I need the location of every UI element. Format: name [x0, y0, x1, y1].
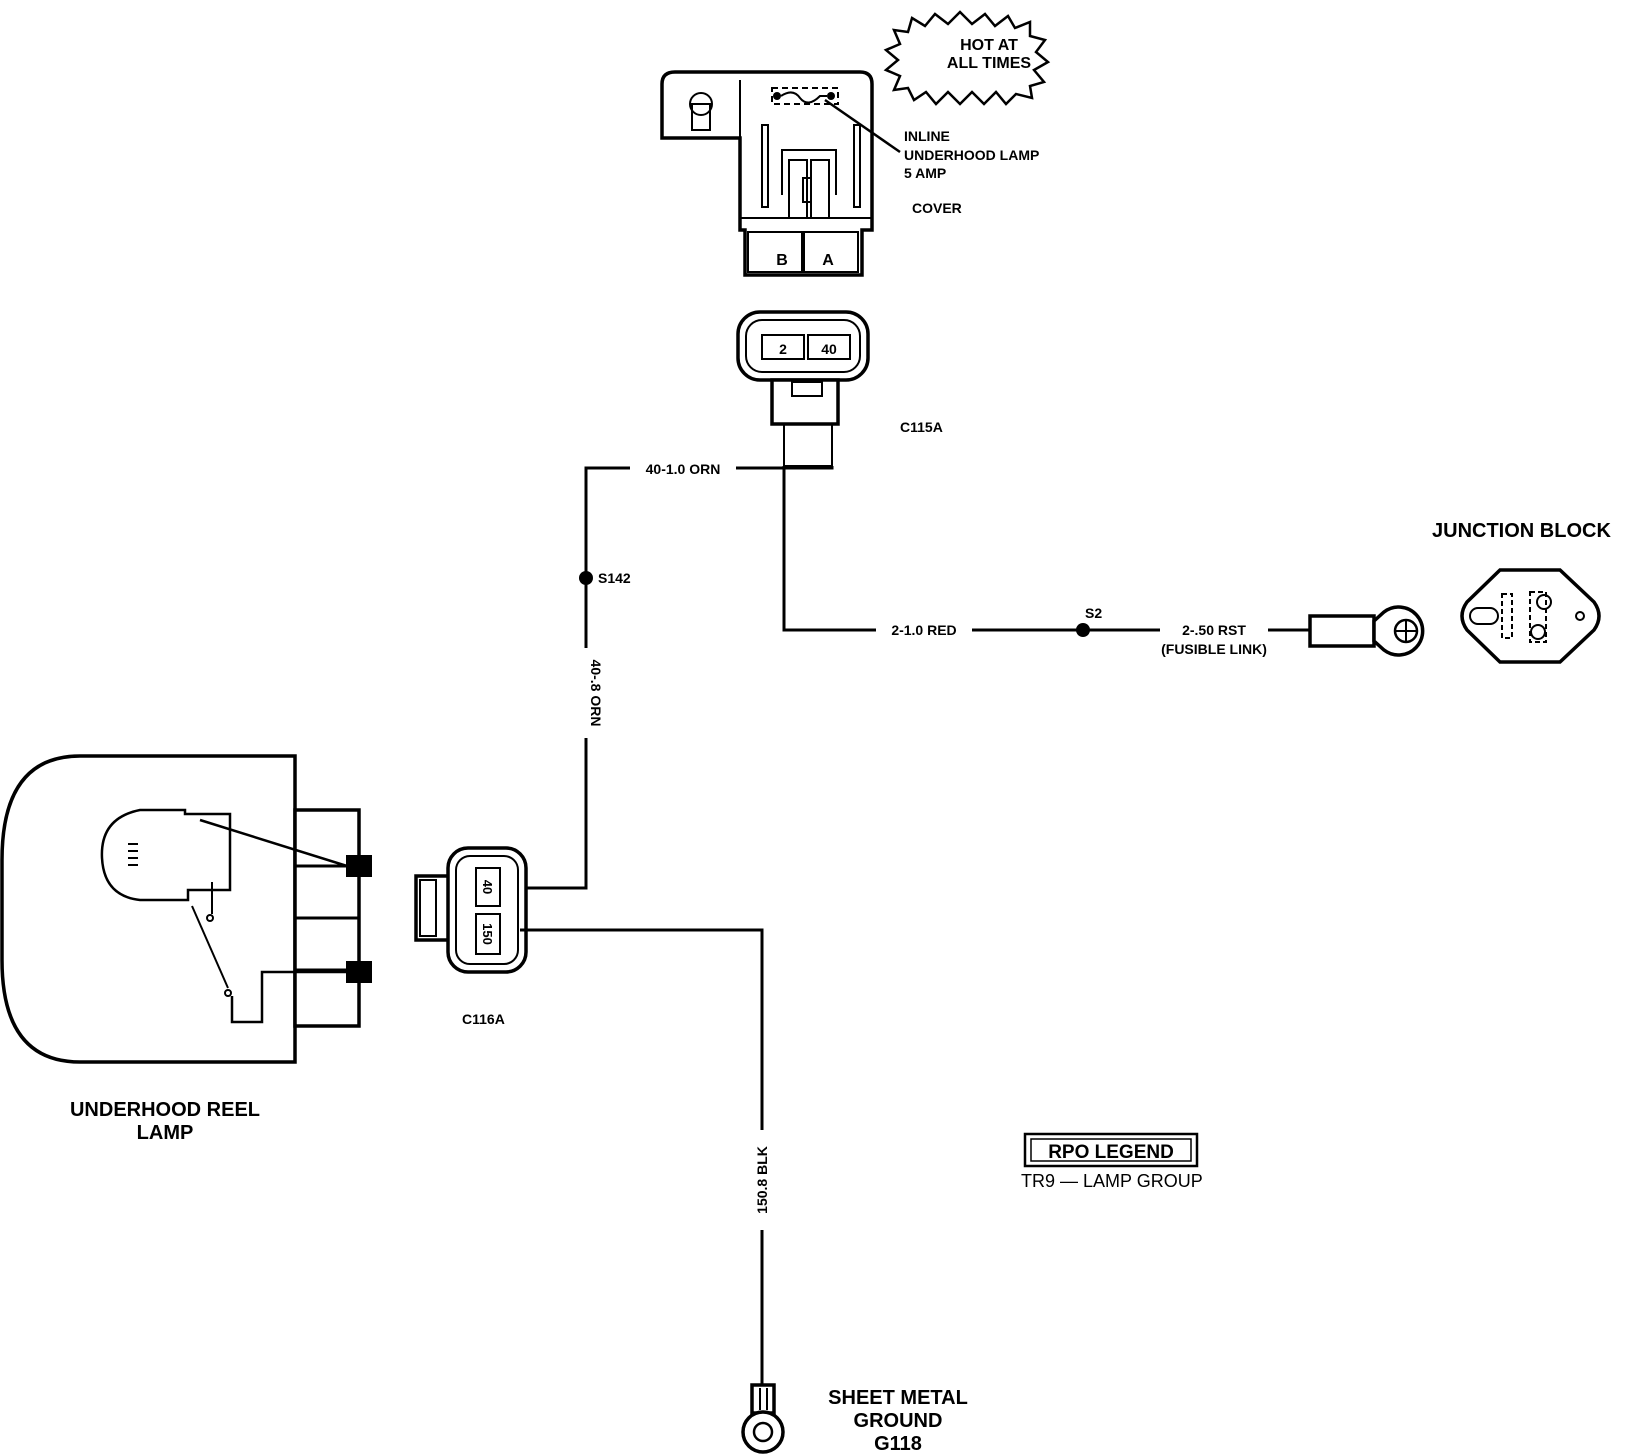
ring-terminal-junction: [1308, 605, 1425, 657]
c115a-label: C115A: [900, 419, 943, 435]
fuse-cover-label: COVER: [912, 200, 962, 216]
underhood-reel-lamp: [0, 754, 372, 1064]
hot-at-all-times-badge: HOT AT ALL TIMES: [883, 10, 1051, 106]
connector-c116a: 40 150: [414, 846, 528, 974]
reel-lamp-label-line2: LAMP: [137, 1122, 194, 1144]
reel-lamp-label-line1: UNDERHOOD REEL: [70, 1099, 260, 1121]
wire-2-red: [782, 466, 1310, 632]
c116a-pin-150: 150: [480, 923, 495, 945]
fuse-label-line3: 5 AMP: [904, 165, 946, 181]
ground-label-line2: GROUND: [854, 1410, 943, 1432]
splice-s142-label: S142: [598, 570, 631, 586]
connector-c115a: 2 40: [736, 310, 870, 467]
junction-block-title: JUNCTION BLOCK: [1432, 520, 1611, 542]
inline-fuse-holder: B A: [660, 70, 901, 277]
rpo-legend-title: RPO LEGEND: [1048, 1142, 1174, 1163]
junction-block: [1460, 568, 1601, 664]
wire-150-blk: [520, 928, 764, 1385]
ground-ring-terminal: [741, 1383, 785, 1454]
hot-badge-line2: ALL TIMES: [947, 55, 1031, 72]
c115a-pin-2: 2: [779, 341, 787, 357]
ground-label-line1: SHEET METAL: [828, 1387, 968, 1409]
rpo-legend: RPO LEGEND TR9 — LAMP GROUP: [1021, 1132, 1203, 1191]
fuse-terminal-b: B: [776, 252, 788, 269]
wire-label-2-1-0-red: 2-1.0 RED: [891, 622, 956, 638]
rpo-legend-entry: TR9 — LAMP GROUP: [1021, 1171, 1203, 1191]
splice-s2-label: S2: [1085, 605, 1102, 621]
fuse-label-line2: UNDERHOOD LAMP: [904, 147, 1039, 163]
fuse-label-line1: INLINE: [904, 128, 950, 144]
c115a-pin-40: 40: [821, 341, 837, 357]
wire-label-150-8-blk: 150.8 BLK: [754, 1146, 770, 1214]
wire-label-2-50-rst: 2-.50 RST: [1182, 622, 1246, 638]
splice-s142: [579, 571, 593, 585]
wire-40-orn-top: [520, 466, 834, 890]
wire-label-40-1-0-orn: 40-1.0 ORN: [646, 461, 721, 477]
splice-s2: [1076, 623, 1090, 637]
wire-label-fusible-link: (FUSIBLE LINK): [1161, 641, 1267, 657]
ground-label-line3: G118: [874, 1433, 922, 1455]
hot-badge-line1: HOT AT: [960, 37, 1018, 54]
c116a-label: C116A: [462, 1011, 505, 1027]
c116a-pin-40: 40: [480, 880, 495, 894]
fuse-element-dashed: [771, 87, 839, 105]
fuse-terminal-a: A: [822, 252, 834, 269]
wire-label-40-8-orn: 40-.8 ORN: [588, 660, 604, 727]
